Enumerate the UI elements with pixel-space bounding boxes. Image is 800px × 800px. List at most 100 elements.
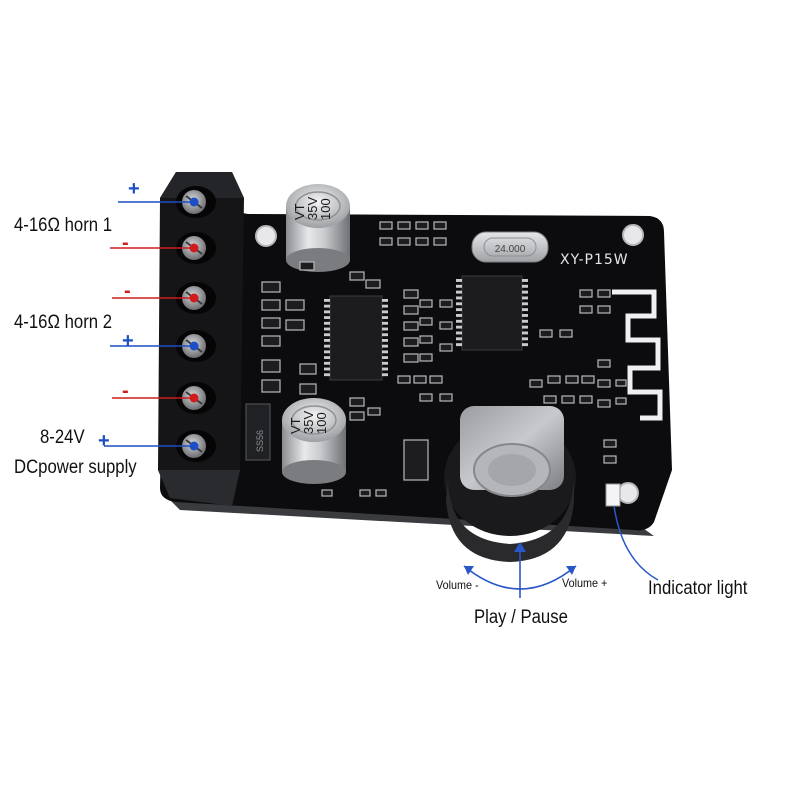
screw-terminal	[176, 330, 216, 362]
positive-sign: +	[128, 178, 140, 200]
smd-component	[379, 221, 393, 230]
inductor: SS56	[245, 403, 271, 461]
smd-component	[299, 363, 317, 375]
smd-component	[579, 305, 593, 314]
smd-component	[403, 439, 429, 481]
mounting-holes	[255, 224, 644, 504]
smd-component	[561, 395, 575, 404]
smd-component	[597, 305, 611, 314]
smd-component	[403, 305, 419, 315]
smd-component	[261, 359, 281, 373]
smd-component	[603, 455, 617, 464]
smd-component	[415, 221, 429, 230]
smd-component	[419, 353, 433, 362]
smd-component	[419, 335, 433, 344]
smd-component	[359, 489, 371, 497]
smd-component	[419, 317, 433, 326]
svg-text:10035VVT: 10035VVT	[288, 411, 329, 434]
smd-component	[439, 343, 453, 352]
smd-component	[261, 299, 281, 311]
smd-component	[539, 329, 553, 338]
capacitor-bottom: 10035VVT	[282, 398, 346, 484]
smd-component	[367, 407, 381, 416]
smd-component	[349, 411, 365, 421]
mount-hole	[622, 224, 644, 246]
smd-component	[419, 299, 433, 308]
smd-component	[261, 379, 281, 393]
negative-sign: -	[122, 232, 129, 254]
screw-terminal	[176, 186, 216, 218]
horn2-label: 4-16Ω horn 2	[14, 312, 113, 333]
negative-sign: -	[122, 380, 129, 402]
smd-component	[261, 317, 281, 329]
smd-component	[299, 261, 315, 271]
smd-component	[565, 375, 579, 384]
smd-component	[285, 299, 305, 311]
smd-component	[615, 397, 627, 405]
volume-down-label: Volume -	[436, 578, 479, 592]
smd-component	[439, 299, 453, 308]
smd-component	[299, 383, 317, 395]
smd-component	[597, 359, 611, 368]
terminal-marker-dot	[189, 243, 199, 253]
smd-component	[419, 393, 433, 402]
mount-hole	[255, 225, 277, 247]
terminal-marker-dot	[189, 441, 199, 451]
mount-hole	[617, 482, 639, 504]
smd-component	[439, 321, 453, 330]
smd-component	[397, 237, 411, 246]
smd-component	[543, 395, 557, 404]
positive-sign: +	[122, 330, 134, 352]
smd-component	[547, 375, 561, 384]
smd-component	[597, 399, 611, 408]
svg-text:24.000: 24.000	[495, 244, 526, 255]
screw-terminal	[176, 382, 216, 414]
smd-component	[261, 281, 281, 293]
rotary-knob	[444, 406, 576, 562]
capacitor-top: 10035VVT	[286, 184, 350, 272]
terminal-annotation-lines	[104, 201, 190, 447]
smd-component	[403, 353, 419, 363]
smd-component	[403, 289, 419, 299]
horn1-label: 4-16Ω horn 1	[14, 215, 113, 236]
crystal-oscillator: 24.000	[471, 231, 549, 263]
smd-component	[397, 221, 411, 230]
screw-terminal	[176, 282, 216, 314]
smd-component	[349, 271, 365, 281]
smd-component	[349, 397, 365, 407]
smd-component	[579, 289, 593, 298]
smd-components	[261, 221, 627, 497]
amplifier-ic-left	[324, 295, 388, 381]
amplifier-ic-right	[456, 275, 528, 351]
volume-up-label: Volume +	[562, 576, 608, 590]
smd-component	[529, 379, 543, 388]
bluetooth-antenna	[612, 289, 663, 421]
play-pause-arrow	[463, 542, 577, 598]
smd-component	[579, 395, 593, 404]
terminal-marker-dot	[189, 197, 199, 207]
screw-terminal	[176, 232, 216, 264]
smd-component	[379, 237, 393, 246]
smd-component	[433, 221, 447, 230]
smd-component	[429, 375, 443, 384]
smd-component	[261, 335, 281, 347]
terminal-marker-dot	[189, 393, 199, 403]
screw-terminals	[176, 186, 216, 462]
smd-component	[439, 393, 453, 402]
indicator-led	[605, 483, 621, 507]
svg-text:SS56: SS56	[255, 430, 265, 452]
smd-component	[597, 379, 611, 388]
smd-component	[559, 329, 573, 338]
smd-component	[415, 237, 429, 246]
indicator-light-label: Indicator light	[648, 578, 748, 599]
svg-text:10035VVT: 10035VVT	[292, 197, 333, 220]
smd-component	[581, 375, 595, 384]
power-supply-label: DCpower supply	[14, 457, 137, 478]
smd-component	[413, 375, 427, 384]
indicator-pointer-line	[613, 505, 659, 581]
negative-sign: -	[124, 280, 131, 302]
smd-component	[603, 439, 617, 448]
smd-component	[403, 337, 419, 347]
smd-component	[597, 289, 611, 298]
